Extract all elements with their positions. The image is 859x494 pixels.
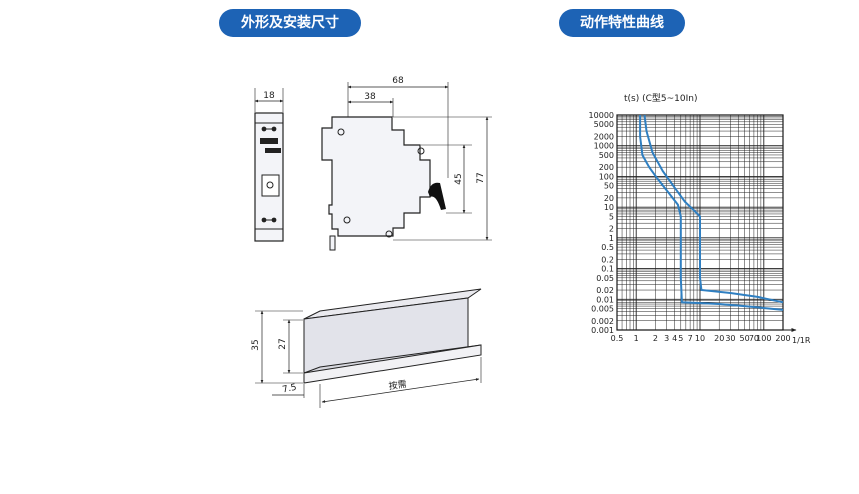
y-tick-label: 10000	[589, 111, 614, 120]
y-tick-label: 0.01	[596, 295, 614, 304]
dim-front-width: 18	[263, 91, 275, 101]
x-tick-label: 0.5	[611, 334, 624, 343]
section-header-dimensions: 外形及安装尺寸	[219, 9, 361, 37]
front-view: 18	[254, 88, 284, 242]
y-tick-label: 100	[599, 172, 614, 181]
curve-series-line	[643, 114, 784, 304]
x-tick-label: 100	[756, 334, 771, 343]
chart-title: t(s) (C型5~10In)	[624, 93, 698, 104]
curve-series-line	[639, 115, 784, 311]
y-tick-label: 0.2	[601, 255, 614, 264]
y-tick-label: 0.002	[591, 317, 614, 326]
y-tick-label: 0.02	[596, 286, 614, 295]
chart-series	[639, 114, 784, 311]
x-tick-label: 200	[775, 334, 790, 343]
x-tick-label: 3	[664, 334, 669, 343]
dim-rail-length: 按需	[388, 378, 408, 392]
dim-side-inner-height: 45	[454, 173, 464, 184]
y-tick-label: 0.005	[591, 305, 614, 314]
chart-x-axis-label: 1/1R	[792, 336, 811, 345]
dim-side-partial-width: 38	[364, 92, 376, 102]
x-tick-label: 4	[672, 334, 677, 343]
y-tick-label: 10	[604, 203, 614, 212]
y-tick-label: 1000	[594, 142, 614, 151]
y-tick-label: 5000	[594, 120, 614, 129]
x-tick-label: 70	[749, 334, 759, 343]
y-tick-label: 2000	[594, 132, 614, 141]
dim-side-total-height: 77	[476, 172, 486, 183]
dim-side-total-width: 68	[392, 76, 404, 86]
y-tick-label: 0.5	[601, 243, 614, 252]
y-tick-label: 200	[599, 163, 614, 172]
y-tick-label: 50	[604, 182, 614, 191]
x-tick-label: 10	[695, 334, 705, 343]
x-tick-label: 7	[688, 334, 693, 343]
y-tick-label: 0.1	[601, 265, 614, 274]
x-tick-label: 1	[634, 334, 639, 343]
y-tick-label: 0.05	[596, 274, 614, 283]
dim-rail-height-outer: 35	[251, 339, 261, 350]
x-tick-label: 50	[739, 334, 749, 343]
y-tick-label: 20	[604, 194, 614, 203]
y-tick-label: 5	[609, 212, 614, 221]
y-tick-label: 500	[599, 151, 614, 160]
side-view: 68 38 45 77	[321, 76, 492, 251]
dim-rail-height-inner: 27	[278, 338, 288, 349]
x-tick-label: 2	[653, 334, 658, 343]
section-header-tripping-curve: 动作特性曲线	[559, 9, 685, 37]
x-tick-label: 30	[725, 334, 735, 343]
x-tick-label: 5	[678, 334, 683, 343]
dim-rail-lip: 7.5	[282, 383, 298, 396]
y-tick-label: 1	[609, 234, 614, 243]
y-tick-label: 0.001	[591, 326, 614, 335]
din-rail: 35 27 7.5 按需	[251, 288, 482, 408]
y-tick-label: 2	[609, 225, 614, 234]
x-tick-label: 20	[714, 334, 724, 343]
